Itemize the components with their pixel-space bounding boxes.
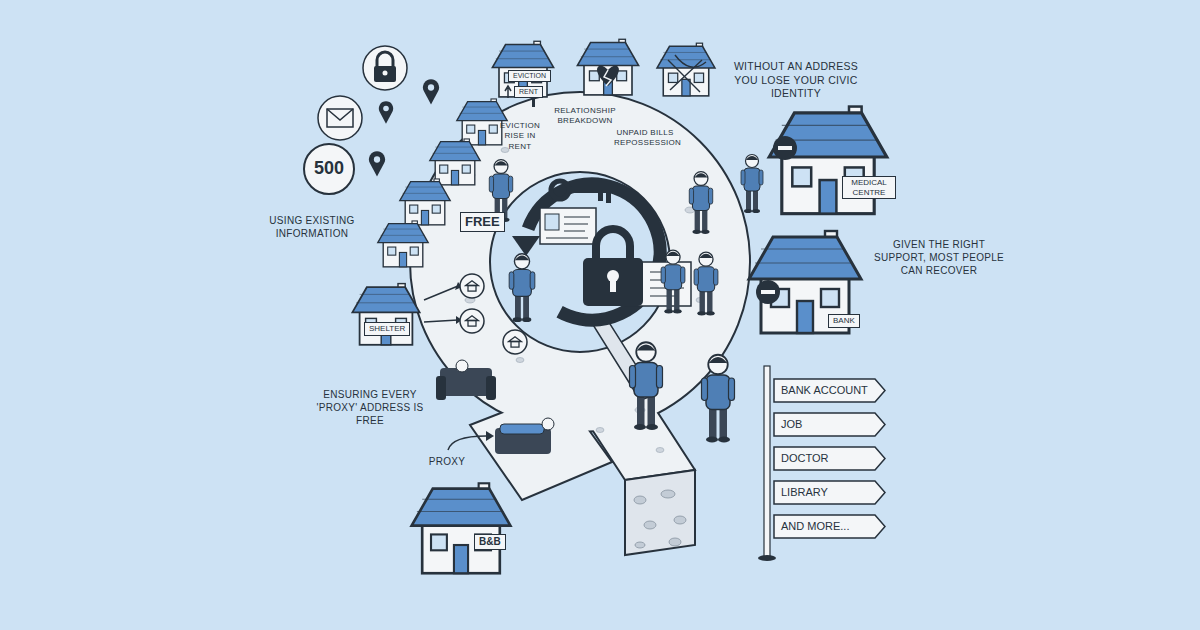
node-text: EVICTION <box>513 72 546 80</box>
house <box>657 43 715 96</box>
location-pin <box>423 79 439 104</box>
note-text: PROXY <box>424 455 470 468</box>
person <box>509 254 535 322</box>
house <box>430 139 480 185</box>
doctor <box>741 155 763 214</box>
broken-heart <box>597 66 619 86</box>
chain <box>668 55 706 92</box>
key <box>551 181 612 203</box>
board-shape <box>774 515 885 538</box>
free-sign: FREE <box>460 212 505 232</box>
cycle-arrow <box>505 165 679 339</box>
bnb-building <box>412 483 511 573</box>
board-shape <box>774 447 885 470</box>
stone-wall <box>590 316 695 555</box>
note-text: USING EXISTING INFORMATION <box>256 214 368 240</box>
signpost-board: JOB <box>773 412 886 437</box>
board-shape <box>774 413 885 436</box>
envelope-icon <box>318 96 362 140</box>
house <box>457 99 507 145</box>
board-shape <box>774 379 885 402</box>
id-card <box>540 208 596 244</box>
node-text: JOB <box>781 418 802 431</box>
node-text: MEDICAL CENTRE <box>847 178 891 197</box>
location-pin <box>379 101 393 123</box>
sofa <box>436 360 496 400</box>
node-text: AND MORE... <box>781 520 849 533</box>
padlock <box>583 229 643 306</box>
number-circle: 500 <box>303 143 355 195</box>
node-text: FREE <box>465 214 500 230</box>
person <box>694 252 718 315</box>
person <box>689 172 712 234</box>
person <box>630 342 663 430</box>
lock-icon <box>363 46 407 90</box>
node-text: BANK ACCOUNT <box>781 384 868 397</box>
eviction-sign: EVICTION <box>508 70 551 82</box>
node-text: B&B <box>479 536 501 548</box>
path-label: EVICTION RISE IN RENT <box>496 121 544 152</box>
rent-sign: RENT <box>514 86 543 98</box>
house <box>492 41 553 97</box>
node-text: BANK <box>833 316 855 326</box>
proxy-arrow <box>448 431 494 450</box>
signpost-board: DOCTOR <box>773 446 886 471</box>
note-text: GIVEN THE RIGHT SUPPORT, MOST PEOPLE CAN… <box>866 238 1012 277</box>
node-text: DOCTOR <box>781 452 828 465</box>
minus-icon <box>773 136 797 160</box>
path-label: UNPAID BILLS REPOSSESSION <box>614 128 676 149</box>
path-label: RELATIONSHIP BREAKDOWN <box>552 106 618 127</box>
bank-building <box>749 231 861 333</box>
shelter-building <box>352 284 419 345</box>
bnb-sign: B&B <box>474 534 506 550</box>
person <box>702 355 735 443</box>
note-text: ENSURING EVERY 'PROXY' ADDRESS IS FREE <box>310 388 430 427</box>
node-text: LIBRARY <box>781 486 828 499</box>
location-pin <box>369 151 385 176</box>
signpost-board: LIBRARY <box>773 480 886 505</box>
house <box>400 179 450 225</box>
board-shape <box>774 481 885 504</box>
signpost-board: BANK ACCOUNT <box>773 378 886 403</box>
person <box>661 250 685 313</box>
house <box>378 221 428 267</box>
note-text: WITHOUT AN ADDRESS YOU LOSE YOUR CIVIC I… <box>726 60 866 101</box>
node-text: 500 <box>314 158 344 180</box>
medical-centre-sign: MEDICAL CENTRE <box>842 176 896 199</box>
node-text: RENT <box>519 88 538 96</box>
spiral-path <box>450 132 710 500</box>
node-text: SHELTER <box>369 324 405 334</box>
house <box>577 39 638 95</box>
sofa <box>495 418 554 454</box>
minus-icon <box>756 280 780 304</box>
bank-sign: BANK <box>828 314 860 328</box>
signpost-board: AND MORE... <box>773 514 886 539</box>
shelter-sign: SHELTER <box>364 322 410 336</box>
